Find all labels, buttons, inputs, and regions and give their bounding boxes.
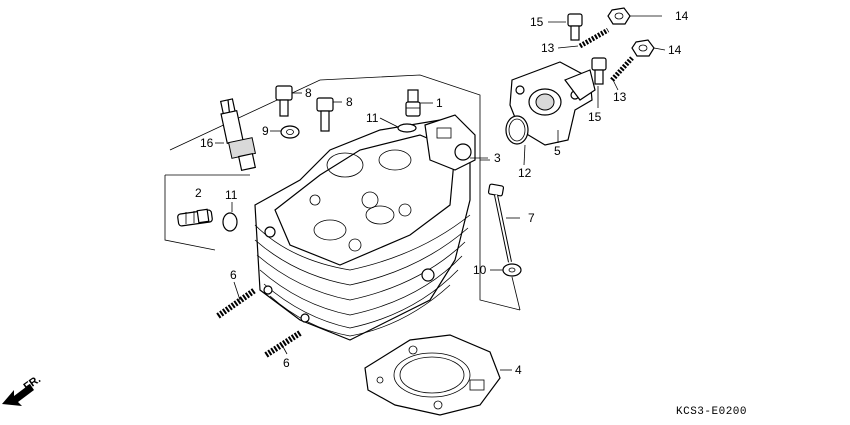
assembly-bracket [164,74,521,311]
o-ring-11-top [397,123,417,133]
callout-9: 9 [262,124,269,138]
callout-2: 2 [195,186,202,200]
callout-11-top: 11 [366,111,379,125]
callout-3: 3 [494,151,501,165]
callout-7: 7 [528,211,535,225]
head-gasket-4 [364,334,501,416]
callout-6-lower: 6 [283,356,290,370]
stud-6-upper [216,287,257,319]
callout-5: 5 [554,144,561,158]
bolt-15-top [567,13,583,41]
callout-13-mid: 13 [613,90,627,104]
insulator-5 [509,61,596,146]
callout-6-upper: 6 [230,268,237,282]
bolt-8-left [275,85,293,117]
callout-8-right: 8 [346,95,353,109]
spark-plug [219,98,257,172]
stud-1 [405,89,421,117]
o-ring-12 [505,115,529,145]
callout-13-top: 13 [541,41,555,55]
dowel-pin-2 [177,208,213,227]
stud-6-lower [264,330,302,358]
callout-4: 4 [515,363,522,377]
cylinder-head [254,114,476,341]
callout-11-side: 11 [225,188,238,202]
o-ring-11-side [222,212,238,232]
nut-14-top [607,7,631,25]
stud-13-mid [610,56,634,82]
callout-12: 12 [518,166,532,180]
callout-labels: 1 2 3 4 5 6 6 7 8 8 9 10 11 11 12 13 13 … [195,9,689,377]
callout-14-mid: 14 [668,43,682,57]
callout-1: 1 [436,96,443,110]
bolt-7 [487,183,512,263]
callout-16: 16 [200,136,214,150]
leader-lines [215,15,666,371]
callout-8-left: 8 [305,86,312,100]
reference-code: KCS3-E0200 [676,406,747,418]
callout-15-mid: 15 [588,110,602,124]
washer-9 [280,125,300,139]
bolt-15-mid [591,57,607,85]
callout-10: 10 [473,263,487,277]
washer-10 [502,263,522,277]
stud-13-top [578,27,610,49]
callout-14-top: 14 [675,9,689,23]
nut-14-mid [631,39,655,57]
bolt-8-right [316,97,334,132]
front-direction-arrow: FR. [2,373,43,406]
callout-15-top: 15 [530,15,544,29]
